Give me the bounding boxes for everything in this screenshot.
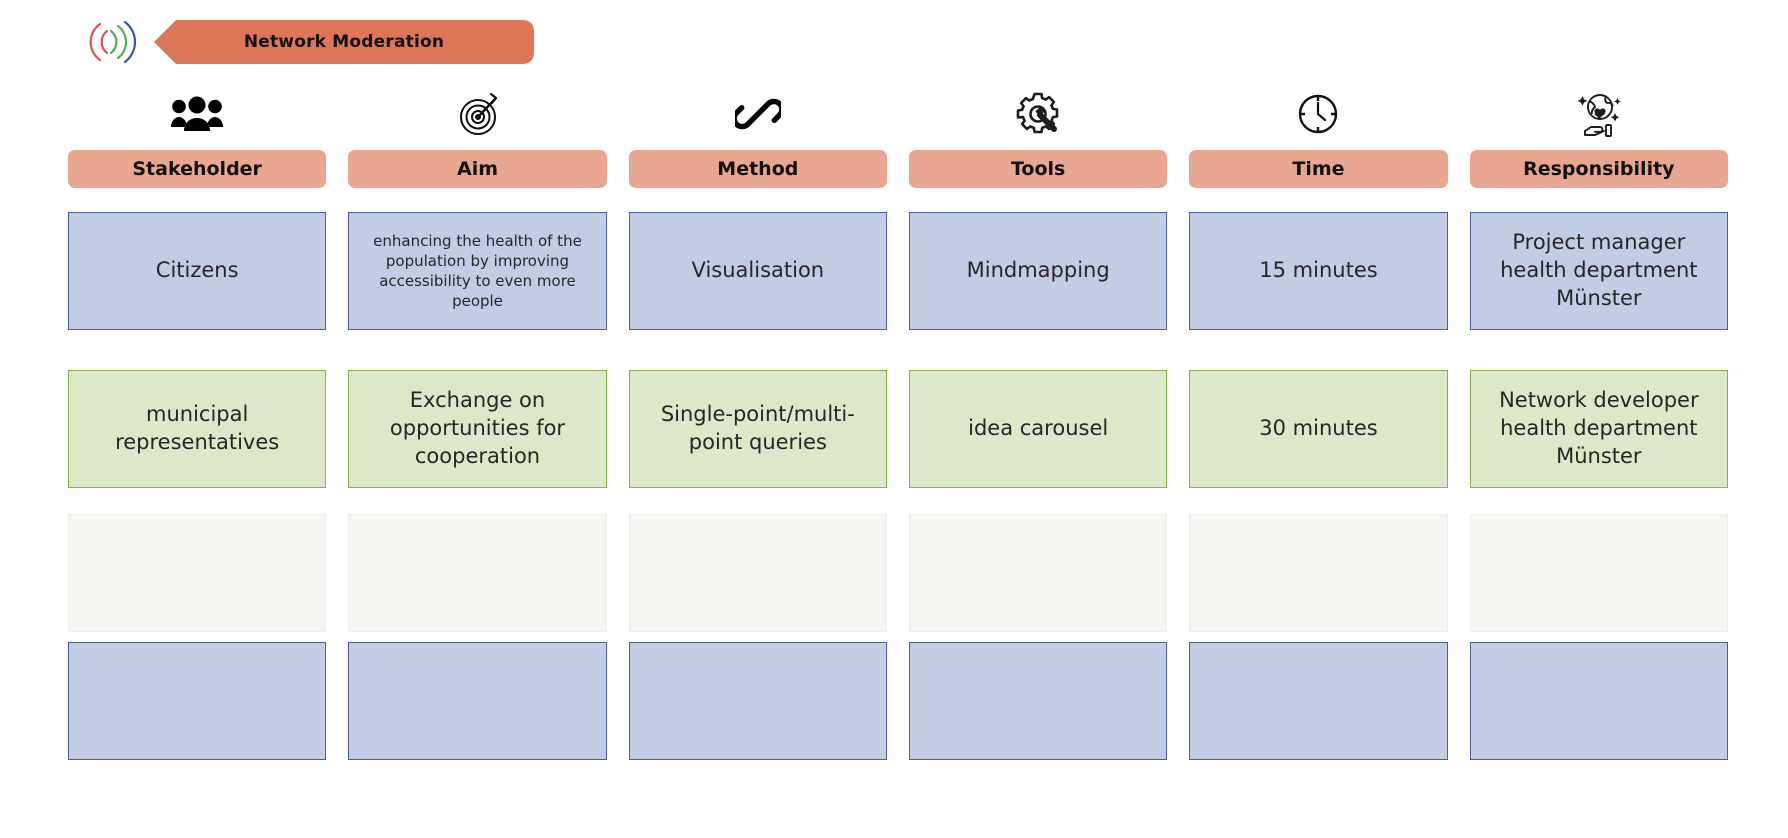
banner-arrow-shape: [154, 20, 534, 64]
cell-method-1[interactable]: Visualisation: [628, 212, 887, 330]
cell-time-3[interactable]: [1189, 514, 1448, 632]
cell-responsibility-3[interactable]: [1469, 514, 1728, 632]
column-header-time[interactable]: Time: [1189, 150, 1448, 188]
column-header-responsibility[interactable]: Responsibility: [1469, 150, 1728, 188]
column-header-row: Stakeholder Aim Method Tools Time Respon…: [68, 150, 1728, 188]
icon-row: [68, 78, 1728, 150]
cell-time-1[interactable]: 15 minutes: [1189, 212, 1448, 330]
cell-stakeholder-3[interactable]: [68, 514, 327, 632]
clock-icon: [1189, 78, 1447, 150]
target-arrow-icon: [348, 78, 606, 150]
cell-time-2[interactable]: 30 minutes: [1189, 370, 1448, 488]
hand-globe-heart-icon: [1470, 78, 1728, 150]
cell-tools-4[interactable]: [909, 642, 1168, 760]
concentric-arcs-logo-icon: [80, 14, 146, 70]
cell-method-4[interactable]: [628, 642, 887, 760]
cell-method-3[interactable]: [628, 514, 887, 632]
cell-time-4[interactable]: [1189, 642, 1448, 760]
column-header-tools[interactable]: Tools: [909, 150, 1168, 188]
cell-stakeholder-4[interactable]: [68, 642, 327, 760]
cell-stakeholder-2[interactable]: municipal representatives: [68, 370, 327, 488]
cell-responsibility-1[interactable]: Project manager health department Münste…: [1469, 212, 1728, 330]
table-row: [68, 642, 1728, 760]
cell-method-2[interactable]: Single-point/multi-point queries: [628, 370, 887, 488]
banner-network-moderation: Network Moderation: [154, 20, 534, 64]
column-header-method[interactable]: Method: [628, 150, 887, 188]
table-row: Citizens enhancing the health of the pop…: [68, 212, 1728, 330]
title-bar: Network Moderation: [80, 14, 534, 70]
matrix-board: Stakeholder Aim Method Tools Time Respon…: [68, 78, 1728, 760]
cell-aim-1[interactable]: enhancing the health of the population b…: [348, 212, 607, 330]
cell-aim-3[interactable]: [348, 514, 607, 632]
banner-title: Network Moderation: [243, 32, 445, 52]
people-group-icon: [68, 78, 326, 150]
cell-tools-3[interactable]: [909, 514, 1168, 632]
column-header-stakeholder[interactable]: Stakeholder: [68, 150, 327, 188]
table-row: [68, 514, 1728, 632]
cell-stakeholder-1[interactable]: Citizens: [68, 212, 327, 330]
chain-link-icon: [629, 78, 887, 150]
cell-tools-1[interactable]: Mindmapping: [909, 212, 1168, 330]
column-header-aim[interactable]: Aim: [348, 150, 607, 188]
cell-aim-2[interactable]: Exchange on opportunities for cooperatio…: [348, 370, 607, 488]
cell-aim-4[interactable]: [348, 642, 607, 760]
cell-responsibility-2[interactable]: Network developer health department Müns…: [1469, 370, 1728, 488]
table-row: municipal representatives Exchange on op…: [68, 370, 1728, 488]
cell-responsibility-4[interactable]: [1469, 642, 1728, 760]
cell-tools-2[interactable]: idea carousel: [909, 370, 1168, 488]
gear-wrench-icon: [909, 78, 1167, 150]
